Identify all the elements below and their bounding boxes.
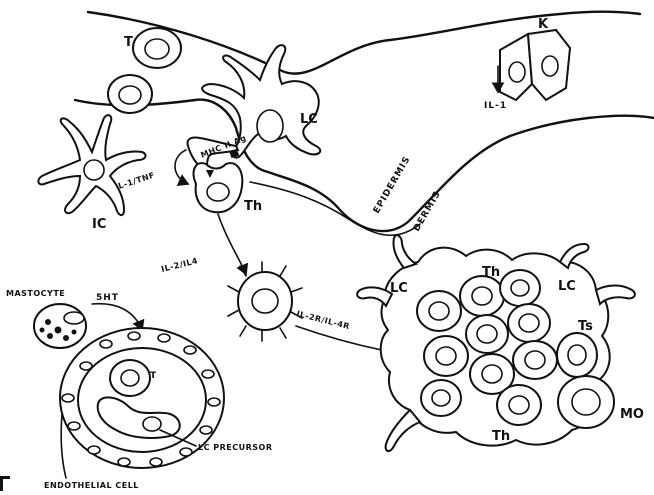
lc-precursor-label: LC PRECURSOR [198,443,273,452]
il2-il4-label: IL-2/IL4 [160,256,199,274]
lc-cluster-right-label: LC [558,279,576,294]
t-cell-top [108,28,181,113]
th-cluster-top-label: Th [482,265,500,280]
activated-t-cell [228,262,302,341]
5ht-arrow [92,304,142,330]
corner-mark-v [0,476,3,491]
keratinocyte-label: K [538,17,549,32]
il2-il4-arrow [218,214,246,274]
5ht-label: 5HT [96,293,119,303]
epidermis-dermis-boundary [75,100,654,231]
ic-label: IC [92,217,106,232]
epidermis-label: EPIDERMIS [372,155,413,216]
lc-top-label: LC [300,112,318,127]
dermis-label: DERMIS [412,189,443,233]
th-cluster-bottom-label: Th [492,429,510,444]
mastocyte-cell [34,304,86,348]
lc-cluster-left-label: LC [390,281,408,296]
ts-label: Ts [578,319,593,334]
mastocyte-label: MASTOCYTE [6,289,65,298]
th-cell-top [194,163,243,212]
mo-label: MO [620,407,644,422]
t-vessel-label: T [150,371,157,381]
indeterminate-cell [38,115,145,215]
il1-keratinocyte-label: IL-1 [484,101,507,111]
endothelial-label: ENDOTHELIAL CELL [44,481,139,490]
th-top-label: Th [244,199,262,214]
keratinocytes [498,30,570,100]
t-cell-label-top: T [124,35,133,50]
il1-tnf-arrow [175,150,188,184]
il1-tnf-label: IL-1/TNF [114,171,156,192]
